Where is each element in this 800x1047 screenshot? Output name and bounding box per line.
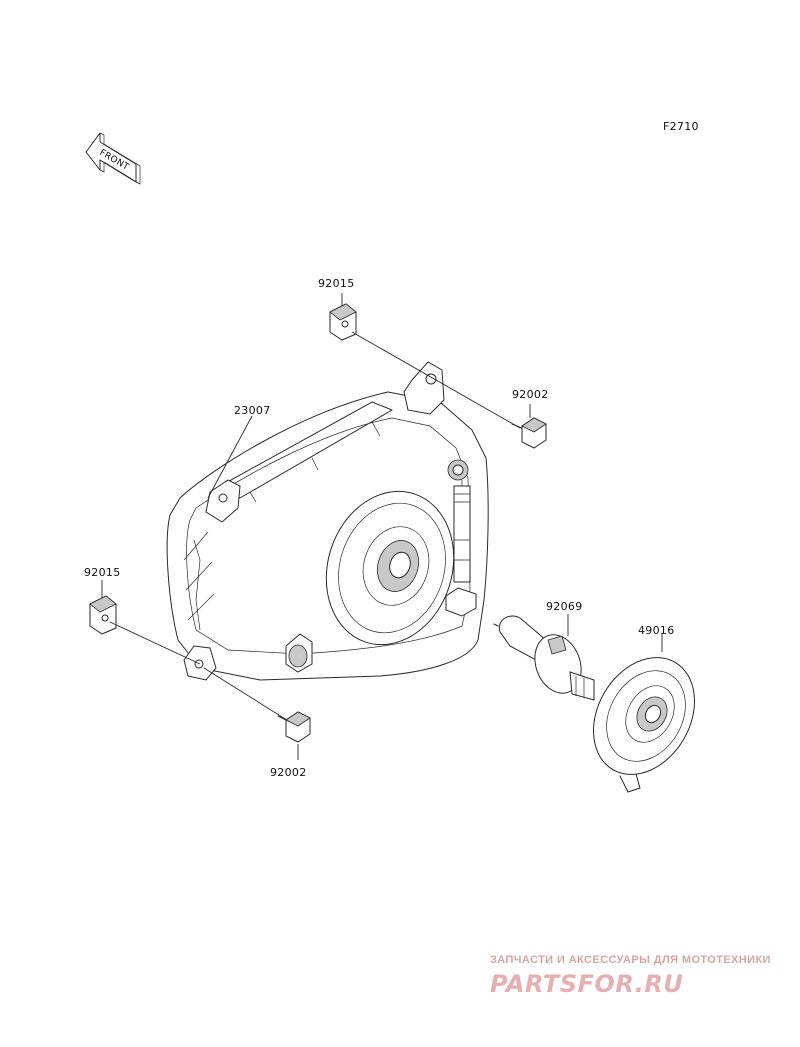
dust-cover-49016 [593, 657, 695, 793]
bulb-92069 [493, 615, 595, 701]
clip-nut-92015-left [89, 595, 117, 635]
part-number-label: 23007 [234, 404, 271, 417]
headlight-housing-23007 [166, 361, 489, 681]
part-number-label: 49016 [638, 624, 675, 637]
clip-nut-92015-top [329, 303, 357, 341]
bolt-92002-bottom [277, 711, 311, 743]
figure-code: F2710 [663, 120, 699, 133]
part-number-label: 92002 [512, 388, 549, 401]
watermark-tagline: ЗАПЧАСТИ И АКСЕССУАРЫ ДЛЯ МОТОТЕХНИКИ [490, 954, 771, 966]
part-number-label: 92015 [318, 277, 355, 290]
watermark-logo: PARTSFOR.RU [490, 970, 683, 998]
part-number-label: 92015 [84, 566, 121, 579]
part-number-label: 92002 [270, 766, 307, 779]
bolt-92002-top [511, 417, 547, 449]
part-number-label: 92069 [546, 600, 583, 613]
leader-lines [101, 293, 663, 760]
adjuster-screw-icon [445, 459, 477, 617]
front-arrow-icon: FRONT [85, 132, 141, 185]
